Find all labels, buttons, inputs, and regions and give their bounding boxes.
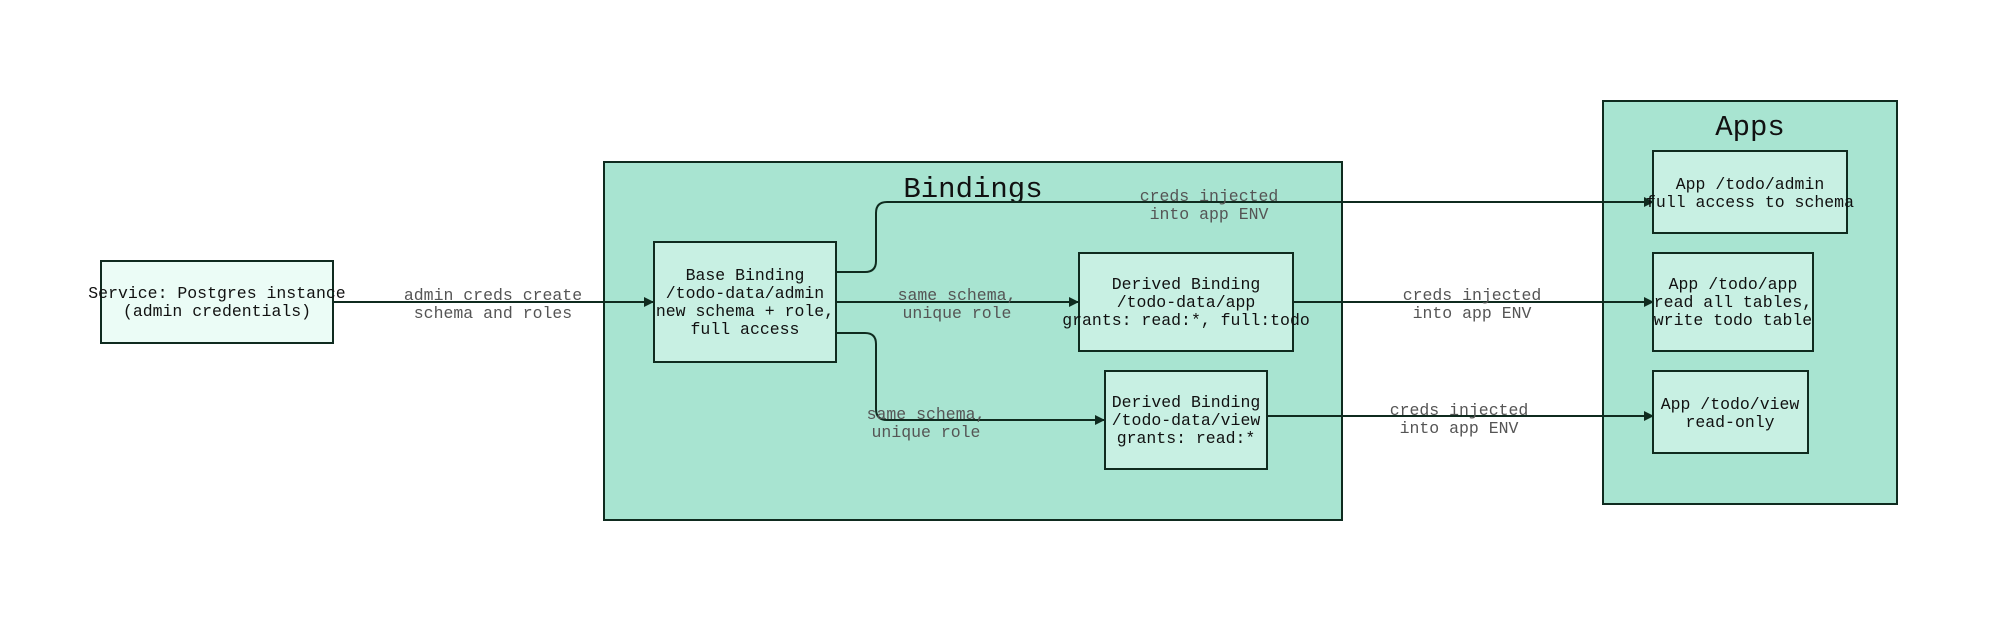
bindings-group-title: Bindings	[903, 173, 1042, 206]
text-line: App /todo/view	[1661, 395, 1800, 414]
text-line: unique role	[903, 304, 1012, 323]
text-line: into app ENV	[1400, 419, 1519, 438]
text-line: /todo-data/admin	[666, 284, 824, 303]
text-line: full access to schema	[1646, 193, 1854, 212]
text-line: creds injected	[1140, 187, 1279, 206]
text-line: write todo table	[1654, 311, 1812, 330]
text-line: (admin credentials)	[123, 302, 311, 321]
derived-binding-view-node	[1104, 370, 1268, 470]
app-app-node	[1652, 252, 1814, 352]
text-line: grants: read:*, full:todo	[1062, 311, 1310, 330]
text-line: new schema + role,	[656, 302, 834, 321]
text-line: Service: Postgres instance	[88, 284, 345, 303]
service-node	[100, 260, 334, 344]
derived-binding-app-node	[1078, 252, 1294, 352]
text-line: admin creds create	[404, 286, 582, 305]
text-line: creds injected	[1390, 401, 1529, 420]
text-line: full access	[691, 320, 800, 339]
text-line: Derived Binding	[1112, 275, 1261, 294]
text-line: same schema,	[898, 286, 1017, 305]
text-line: into app ENV	[1150, 205, 1269, 224]
text-line: unique role	[872, 423, 981, 442]
edge-base-to-app-admin	[836, 197, 1654, 273]
service-node-label: Service: Postgres instance(admin credent…	[88, 284, 345, 321]
text-line: grants: read:*	[1117, 429, 1256, 448]
apps-group-title: Apps	[1715, 111, 1785, 144]
base-binding-node	[653, 241, 837, 363]
text-line: Derived Binding	[1112, 393, 1261, 412]
app-admin-node	[1652, 150, 1848, 234]
edge-label-base-to-view: same schema,unique role	[867, 405, 986, 442]
text-line: schema and roles	[414, 304, 572, 323]
text-line: read all tables,	[1654, 293, 1812, 312]
edge-base-to-derived-view	[836, 332, 1105, 425]
text-line: into app ENV	[1413, 304, 1532, 323]
edge-label-base-to-app: same schema,unique role	[898, 286, 1017, 323]
text-line: Base Binding	[686, 266, 805, 285]
text-line: App /todo/app	[1669, 275, 1798, 294]
text-line: creds injected	[1403, 286, 1542, 305]
text-line: /todo-data/app	[1117, 293, 1256, 312]
text-line: read-only	[1685, 413, 1774, 432]
text-line: /todo-data/view	[1112, 411, 1261, 430]
app-view-node	[1652, 370, 1809, 454]
text-line: App /todo/admin	[1676, 175, 1825, 194]
text-line: same schema,	[867, 405, 986, 424]
